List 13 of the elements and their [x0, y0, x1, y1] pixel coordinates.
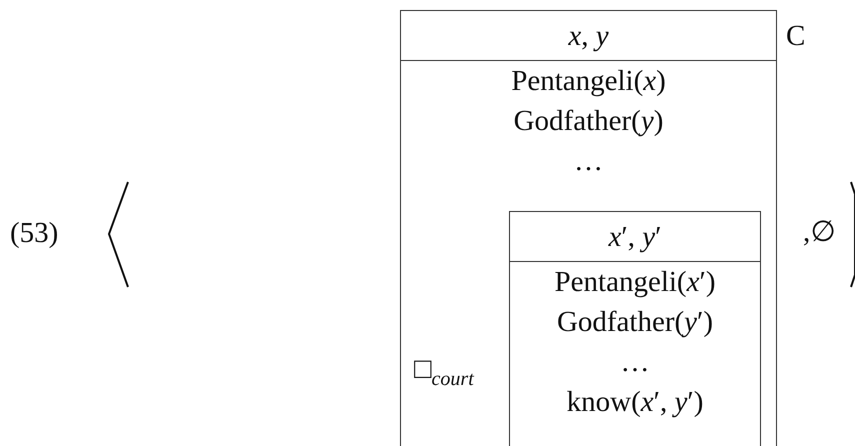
condition-text: know(x′, y′) — [566, 385, 704, 419]
condition-text: Pentangeli(x) — [511, 64, 666, 98]
discourse-referents: x′, y′ — [608, 220, 662, 254]
condition-text: Godfather(y′) — [556, 305, 714, 339]
modal-operator: □$_{court}$ — [414, 352, 474, 392]
example-number: (53) — [10, 216, 58, 250]
condition-text: Pentangeli(x′) — [554, 265, 716, 299]
box-label: C — [786, 19, 806, 53]
condition-text: … — [574, 144, 603, 178]
condition-text: Godfather(y) — [514, 104, 664, 138]
context-set: ,∅ — [803, 215, 836, 249]
discourse-referents: x, y — [568, 19, 609, 53]
condition-text: … — [620, 345, 650, 379]
